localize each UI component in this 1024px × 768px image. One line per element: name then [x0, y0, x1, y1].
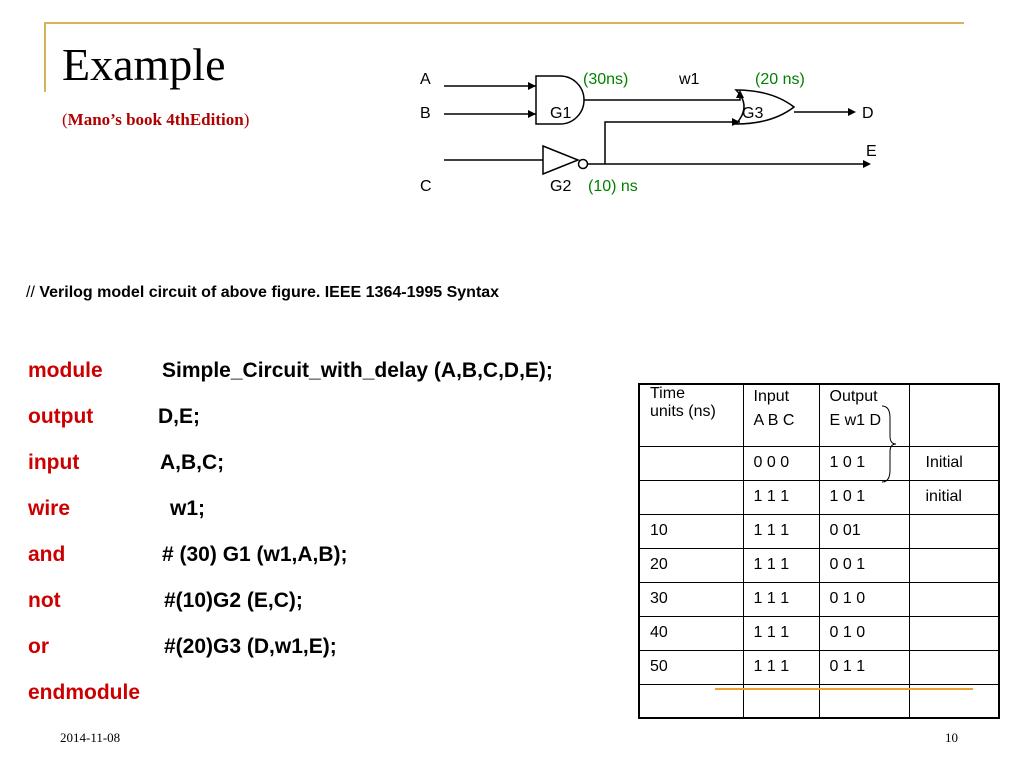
cell-time: 50 [638, 649, 744, 685]
cell-time [638, 479, 744, 515]
cell-note [908, 615, 1000, 651]
table-row: 1 1 1 1 0 1 initial [638, 479, 1000, 515]
cell-note [908, 581, 1000, 617]
cell-time: 30 [638, 581, 744, 617]
highlight-underline [715, 688, 973, 690]
label-b: B [420, 105, 431, 122]
cell-note: initial [908, 479, 1000, 515]
table-row: 20 1 1 1 0 0 1 [638, 547, 1000, 583]
not-gate-g2 [542, 144, 581, 176]
cell-input: 1 1 1 [742, 615, 820, 651]
label-a: A [420, 71, 431, 88]
code-keyword: and [28, 543, 66, 566]
code-args: w1; [170, 497, 206, 520]
header-note [908, 383, 1000, 447]
cell-output: 0 0 1 [818, 547, 910, 583]
cell-time: 40 [638, 615, 744, 651]
circuit-diagram: A B C D E w1 G1 G2 G3 (30ns) (20 ns) (10… [420, 71, 877, 195]
code-args: #(20)G3 (D,w1,E); [164, 635, 337, 658]
cell-input: 1 1 1 [742, 513, 820, 549]
brace-icon [881, 405, 897, 483]
page-number: 10 [945, 730, 958, 745]
code-args: D,E; [158, 405, 200, 428]
code-keyword: not [28, 589, 61, 612]
cell-output: 1 0 1 [818, 479, 910, 515]
label-w1: w1 [678, 71, 700, 88]
slide-subtitle: (Mano’s book 4thEdition) [62, 110, 250, 129]
code-keyword: or [28, 635, 49, 658]
label-g2: G2 [550, 178, 571, 195]
label-d: D [862, 105, 874, 122]
delay-g3: (20 ns) [755, 71, 805, 88]
frame-left-line [44, 22, 46, 92]
delay-g1: (30ns) [583, 71, 628, 88]
wire-e-feedback [604, 121, 740, 164]
code-keyword: wire [28, 497, 71, 520]
table-row: 30 1 1 1 0 1 0 [638, 581, 1000, 617]
cell-input: 1 1 1 [742, 479, 820, 515]
cell-note [908, 649, 1000, 685]
or-gate-g3 [734, 89, 796, 125]
cell-output: 0 1 0 [818, 615, 910, 651]
code-keyword: output [28, 405, 94, 428]
table-row: 50 1 1 1 0 1 1 [638, 649, 1000, 685]
delay-g2: (10) ns [588, 178, 638, 195]
code-args: A,B,C; [160, 451, 225, 474]
code-keyword: module [28, 359, 103, 382]
arrow-d [848, 108, 856, 116]
cell-output: 1 0 1 [818, 445, 910, 481]
table-row: 10 1 1 1 0 01 [638, 513, 1000, 549]
label-g1: G1 [550, 105, 571, 122]
table-row: 0 0 0 1 0 1 Initial [638, 445, 1000, 481]
cell-time: 10 [638, 513, 744, 549]
arrow-e-in [732, 118, 740, 126]
cell-note [908, 513, 1000, 549]
frame-top-line [44, 22, 964, 24]
label-c: C [420, 178, 432, 195]
code-args: #(10)G2 (E,C); [164, 589, 303, 612]
cell-output: 0 1 1 [818, 649, 910, 685]
footer-date: 2014-11-08 [60, 730, 121, 745]
slide-title: Example [62, 39, 226, 90]
code-args: Simple_Circuit_with_delay (A,B,C,D,E); [162, 359, 553, 382]
code-keyword: endmodule [28, 681, 141, 704]
arrow-w1 [736, 90, 744, 98]
label-g3: G3 [742, 105, 763, 122]
cell-input: 0 0 0 [742, 445, 820, 481]
cell-time: 20 [638, 547, 744, 583]
and-gate-g1 [535, 75, 585, 125]
cell-note [908, 547, 1000, 583]
cell-note: Initial [908, 445, 1000, 481]
arrow-a [528, 82, 536, 90]
code-args: # (30) G1 (w1,A,B); [162, 543, 348, 566]
table-row: 40 1 1 1 0 1 0 [638, 615, 1000, 651]
cell-input: 1 1 1 [742, 547, 820, 583]
cell-time [638, 445, 744, 481]
arrow-e [863, 160, 871, 168]
cell-output: 0 01 [818, 513, 910, 549]
arrow-b [528, 110, 536, 118]
wire-w1 [584, 93, 741, 101]
verilog-comment: // Verilog model circuit of above figure… [26, 284, 500, 301]
cell-output: 0 1 0 [818, 581, 910, 617]
not-gate-bubble [577, 158, 589, 170]
code-keyword: input [28, 451, 80, 474]
label-e: E [866, 143, 877, 160]
cell-input: 1 1 1 [742, 649, 820, 685]
cell-input: 1 1 1 [742, 581, 820, 617]
